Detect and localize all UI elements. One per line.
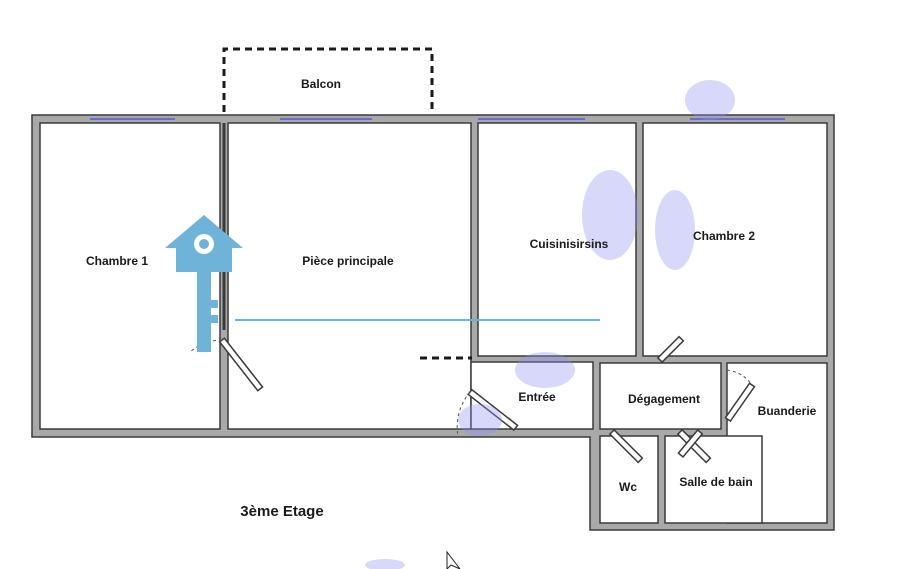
room-chambre1 [39, 122, 221, 430]
balcon-outline [222, 47, 434, 112]
walls [31, 114, 835, 531]
label-chambre1: Chambre 1 [86, 254, 148, 268]
label-degagement: Dégagement [628, 392, 700, 406]
label-buanderie: Buanderie [758, 404, 817, 418]
room-chambre2 [642, 122, 828, 357]
room-entree [470, 361, 594, 430]
watermark-smudges [365, 80, 735, 569]
label-wc: Wc [619, 480, 637, 494]
label-balcon: Balcon [301, 77, 341, 91]
house-key-icon [165, 215, 243, 352]
label-chambre2: Chambre 2 [693, 229, 755, 243]
label-cuisine: Cuisinisirsins [530, 237, 609, 251]
room-cuisine [477, 122, 637, 357]
room-degagement [599, 362, 722, 430]
doors [189, 335, 756, 464]
cursor-arrow-icon [446, 550, 461, 569]
label-piece-principale: Pièce principale [302, 254, 394, 268]
floor-label: 3ème Etage [240, 503, 323, 520]
room-piece-principale [227, 122, 472, 430]
label-entree: Entrée [518, 390, 556, 404]
label-salle-de-bain: Salle de bain [679, 475, 752, 489]
